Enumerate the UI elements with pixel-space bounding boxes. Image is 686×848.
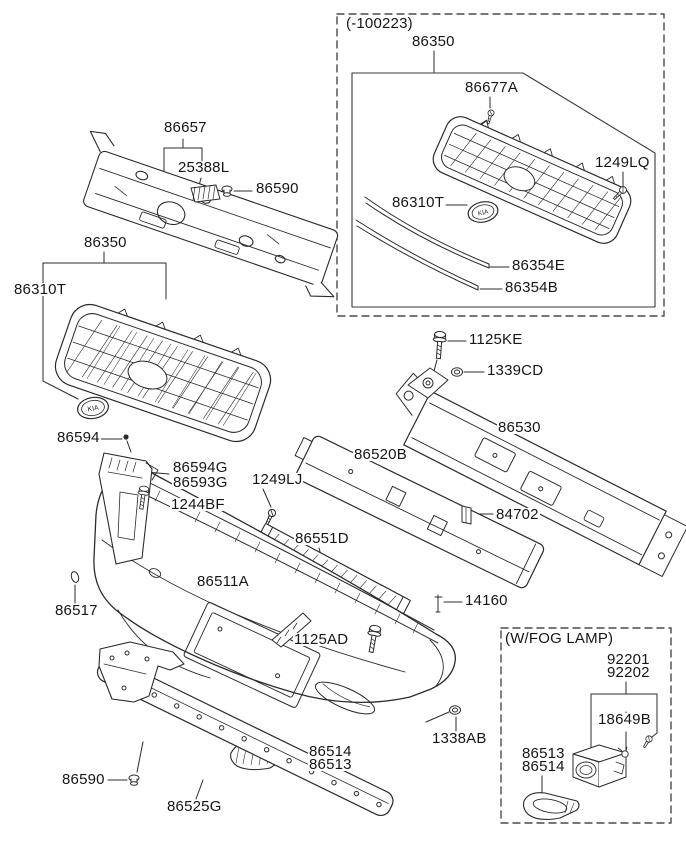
fog-screw-part (643, 735, 653, 749)
label-1125AD: 1125AD (293, 631, 350, 648)
variant-side-screw-part (613, 186, 627, 200)
strip-end-bracket (98, 641, 185, 703)
plug-part (70, 571, 80, 583)
fog-lamp-part (572, 744, 627, 788)
label-86590-lower: 86590 (61, 771, 106, 788)
bumper-fog-recess (314, 681, 376, 715)
lower-bolt-part (367, 624, 382, 654)
label-86530: 86530 (497, 419, 542, 436)
variant-inner-box (351, 72, 656, 308)
label-86514-fogbox: 86514 (521, 758, 566, 775)
variant-grille-part (432, 116, 632, 244)
license-recess (183, 602, 321, 708)
label-1249LQ: 1249LQ (594, 154, 651, 171)
kia-badge-variant: KIA (467, 201, 499, 223)
label-86657: 86657 (163, 119, 208, 136)
beam-part (395, 372, 686, 577)
sight-shield-part (190, 184, 221, 203)
absorber-screw-part (265, 508, 277, 526)
fog-bulb-part (617, 746, 629, 758)
label-1339CD: 1339CD (486, 362, 545, 379)
label-1338AB: 1338AB (431, 730, 488, 747)
label-1249LJ: 1249LJ (251, 471, 304, 488)
label-1244BF: 1244BF (170, 496, 226, 513)
label-92201: 92201 (606, 651, 651, 668)
bumper-wedge-stay (271, 612, 312, 648)
label-86594G: 86594G (172, 459, 229, 476)
strip-lower-part (355, 219, 479, 291)
fog-box-title: (W/FOG LAMP) (504, 630, 615, 647)
label-86511A: 86511A (196, 573, 250, 590)
fog-cover-box-part (523, 792, 580, 821)
label-86525G: 86525G (166, 798, 223, 815)
kia-badge-main: KIA (77, 396, 109, 420)
side-nut-part (449, 705, 461, 715)
label-86593G: 86593G (172, 474, 229, 491)
label-86310T-variant: 86310T (391, 194, 446, 211)
strip-upper-part (364, 196, 490, 269)
label-86594: 86594 (56, 429, 101, 446)
label-86354E: 86354E (511, 257, 566, 274)
label-86350-variant: 86350 (411, 33, 456, 50)
label-18649B: 18649B (597, 711, 652, 728)
kia-badge-text-variant: KIA (477, 208, 489, 217)
kia-badge-text: KIA (87, 405, 100, 414)
beam-bolt-part (432, 330, 447, 360)
label-86520B: 86520B (353, 446, 408, 463)
absorber-part (294, 435, 545, 589)
label-86590-upper: 86590 (255, 180, 300, 197)
label-86350-main: 86350 (83, 234, 128, 251)
label-86517: 86517 (54, 602, 99, 619)
label-14160: 14160 (464, 592, 509, 609)
grille-part (54, 303, 272, 443)
label-1125KE: 1125KE (468, 331, 524, 348)
grille-screw-part (123, 434, 129, 440)
variant-box-title: (-100223) (345, 15, 414, 32)
stay-bracket-part (98, 452, 159, 565)
upper-cover-part (83, 130, 339, 298)
clip-lower-part (128, 774, 140, 786)
label-86513-main: 86513 (308, 756, 353, 773)
label-92202: 92202 (606, 664, 651, 681)
label-86513-fogbox: 86513 (521, 745, 566, 762)
label-86514-main: 86514 (308, 743, 353, 760)
center-bolt-part (434, 594, 443, 613)
label-86677A: 86677A (464, 79, 519, 96)
variant-box-outline (336, 13, 665, 317)
label-86551D: 86551D (294, 530, 350, 547)
variant-screw-part (486, 109, 495, 125)
beam-bracket-part (407, 367, 449, 399)
label-84702: 84702 (495, 506, 540, 523)
fog-box-outline (500, 627, 672, 824)
label-86354B: 86354B (504, 279, 559, 296)
label-86310T-main: 86310T (13, 281, 68, 298)
label-25388L: 25388L (177, 159, 231, 176)
pad-part (461, 505, 472, 525)
clip-upper-part (221, 185, 233, 197)
beam-nut-part (451, 367, 463, 377)
bumper-cover-part (93, 461, 456, 703)
stay-screw-part (137, 485, 150, 510)
